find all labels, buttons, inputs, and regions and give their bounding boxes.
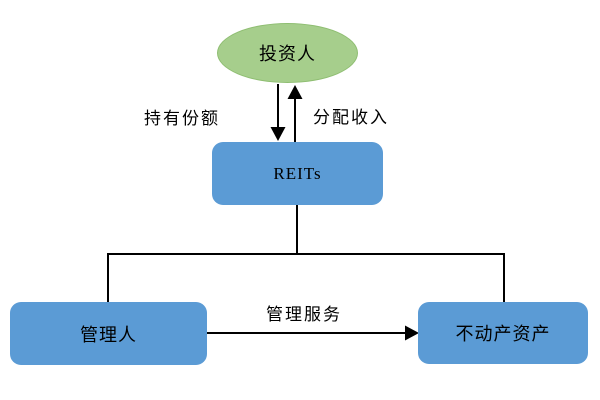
edge-label-distribute-income: 分配收入 xyxy=(313,108,389,127)
node-reits: REITs xyxy=(212,142,383,205)
node-investor-label: 投资人 xyxy=(259,44,316,64)
node-manager-label: 管理人 xyxy=(80,324,137,345)
edge-reits-branch-tree xyxy=(107,205,505,302)
node-real-estate-asset-label: 不动产资产 xyxy=(455,324,551,344)
node-manager: 管理人 xyxy=(10,302,207,365)
edge-label-management-service: 管理服务 xyxy=(266,305,342,324)
edge-label-hold-shares: 持有份额 xyxy=(144,109,220,128)
edge-hold-shares-arrow xyxy=(270,84,286,141)
edge-distribute-income-arrow xyxy=(287,85,303,142)
node-reits-label: REITs xyxy=(273,163,322,183)
node-real-estate-asset: 不动产资产 xyxy=(418,302,588,364)
edge-management-service-arrow xyxy=(207,325,419,341)
node-investor: 投资人 xyxy=(217,23,358,83)
